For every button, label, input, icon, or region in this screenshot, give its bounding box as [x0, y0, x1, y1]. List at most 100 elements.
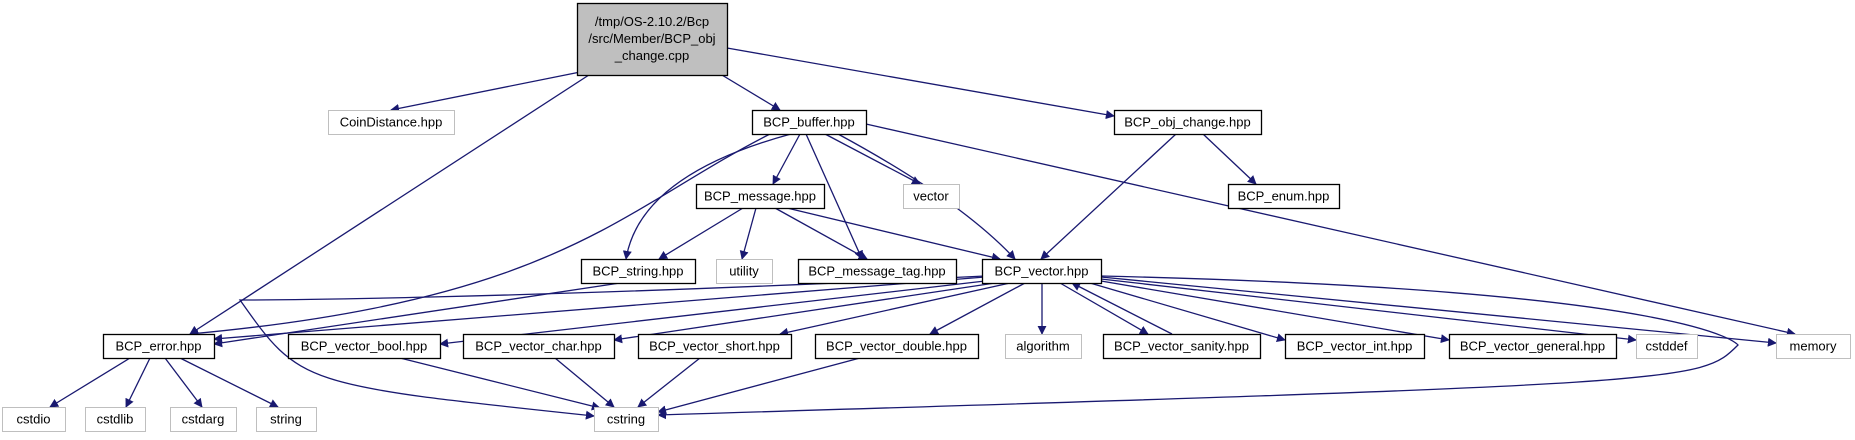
edge-root-to-bcp_obj_change [726, 47, 1115, 120]
edge-bcp_vector-to-cstddef [1100, 278, 1637, 344]
edge-bcp_error-to-string [179, 357, 279, 408]
node-box [170, 407, 237, 432]
node-label: cstdlib [97, 412, 134, 427]
edge-bcp_vector_short-to-cstring [637, 357, 701, 408]
edge-bcp_vector-to-bcp_vector_double [929, 282, 1026, 335]
node-label: BCP_vector_char.hpp [475, 339, 601, 354]
node-label: BCP_vector_short.hpp [649, 339, 780, 354]
node-bcp-vector-int[interactable]: BCP_vector_int.hpp [1284, 333, 1426, 360]
node-label: BCP_vector.hpp [995, 264, 1089, 279]
edge-bcp_vector-to-bcp_vector_char [613, 282, 996, 344]
edge-bcp_obj_change-to-bcp_enum [1202, 133, 1257, 185]
edge-bcp_buffer-to-bcp_string [622, 133, 792, 260]
edge-bcp_vector-to-bcp_vector_general [1100, 280, 1450, 344]
edge-root-to-bcp_error [189, 59, 613, 335]
node-bcp-vector-short[interactable]: BCP_vector_short.hpp [637, 333, 793, 360]
node-label: BCP_error.hpp [116, 339, 202, 354]
node-bcp-string[interactable]: BCP_string.hpp [580, 258, 697, 285]
node-vector: vector [903, 184, 960, 209]
edge-bcp_vector_sanity-to-bcp_vector [1071, 282, 1173, 335]
node-bcp-vector-sanity[interactable]: BCP_vector_sanity.hpp [1102, 333, 1262, 360]
node-bcp-message-tag[interactable]: BCP_message_tag.hpp [797, 258, 958, 285]
node-bcp-vector[interactable]: BCP_vector.hpp [981, 258, 1103, 285]
edge-bcp_vector-to-bcp_vector_int [1089, 282, 1286, 343]
node-box [1005, 334, 1082, 359]
edge-bcp_message-to-bcp_vector [786, 207, 1001, 262]
node-box [2, 407, 66, 432]
node-bcp-vector-bool[interactable]: BCP_vector_bool.hpp [287, 333, 442, 360]
node-label: BCP_vector_double.hpp [826, 339, 967, 354]
node-utility: utility [716, 259, 773, 284]
node-label: BCP_vector_sanity.hpp [1114, 339, 1249, 354]
node-algorithm: algorithm [1005, 334, 1082, 359]
node-coin-distance: CoinDistance.hpp [328, 110, 455, 135]
node-label: algorithm [1016, 339, 1069, 354]
node-box [85, 407, 146, 432]
edge-bcp_buffer-to-bcp_message_tag [805, 133, 863, 260]
node-box [637, 333, 793, 360]
node-box [576, 2, 729, 77]
node-bcp-enum[interactable]: BCP_enum.hpp [1227, 183, 1341, 210]
edge-bcp_vector-to-bcp_vector_sanity [1059, 282, 1149, 335]
node-label: BCP_vector_general.hpp [1460, 339, 1605, 354]
edge-bcp_message-to-utility [739, 207, 757, 260]
edge-bcp_buffer-to-vector [824, 133, 921, 185]
node-label-line: _change.cpp [614, 48, 689, 63]
edge-bcp_vector-to-bcp_vector_short [779, 282, 1011, 337]
edge-bcp_vector-to-memory [1100, 276, 1777, 347]
node-string: string [256, 407, 317, 432]
edge-bcp_error-to-cstdarg [164, 357, 203, 408]
node-root[interactable]: /tmp/OS-2.10.2/Bcp/src/Member/BCP_obj_ch… [576, 2, 729, 77]
node-box [1102, 333, 1262, 360]
node-bcp-obj-change[interactable]: BCP_obj_change.hpp [1113, 109, 1263, 136]
node-box [328, 110, 455, 135]
node-label: BCP_buffer.hpp [763, 115, 855, 130]
edge-bcp_error-to-cstdlib [125, 357, 151, 408]
node-bcp-vector-char[interactable]: BCP_vector_char.hpp [462, 333, 616, 360]
node-box [1227, 183, 1341, 210]
node-bcp-buffer[interactable]: BCP_buffer.hpp [751, 109, 868, 136]
node-cstdlib: cstdlib [85, 407, 146, 432]
node-box [814, 333, 980, 360]
node-label: memory [1790, 339, 1837, 354]
node-label: string [270, 412, 302, 427]
node-box [1113, 109, 1263, 136]
node-bcp-message[interactable]: BCP_message.hpp [695, 183, 826, 210]
node-label: BCP_vector_int.hpp [1297, 339, 1413, 354]
edge-bcp_vector-to-cstring-loop [238, 275, 986, 420]
edge-bcp_vector_char-to-cstring [554, 357, 615, 408]
node-label: BCP_message_tag.hpp [808, 264, 945, 279]
edge-bcp_vector-to-bcp_error [213, 276, 986, 343]
node-box [594, 407, 659, 432]
node-label: vector [913, 189, 949, 204]
node-cstddef: cstddef [1636, 334, 1698, 359]
edge-bcp_buffer-to-bcp_message [772, 133, 801, 185]
node-box [1776, 334, 1851, 359]
node-label: cstdarg [182, 412, 225, 427]
node-label: BCP_enum.hpp [1238, 189, 1330, 204]
node-box [981, 258, 1103, 285]
edge-bcp_message-to-bcp_string [658, 207, 744, 260]
node-bcp-vector-double[interactable]: BCP_vector_double.hpp [814, 333, 980, 360]
node-label: utility [729, 264, 759, 279]
nodes: /tmp/OS-2.10.2/Bcp/src/Member/BCP_obj_ch… [2, 2, 1851, 432]
edges [49, 47, 1796, 420]
node-box [1636, 334, 1698, 359]
node-label: BCP_message.hpp [704, 189, 816, 204]
node-box [903, 184, 960, 209]
node-cstdio: cstdio [2, 407, 66, 432]
edge-bcp_message-to-bcp_message_tag [774, 207, 868, 260]
node-label: BCP_obj_change.hpp [1124, 115, 1251, 130]
edge-bcp_buffer-to-bcp_error [189, 133, 771, 338]
edge-bcp_vector_double-to-cstring [657, 357, 861, 415]
edge-bcp_vector-to-bcp_vector_bool [439, 280, 986, 348]
edge-bcp_buffer-to-memory [865, 123, 1796, 337]
node-box [580, 258, 697, 285]
node-bcp-error[interactable]: BCP_error.hpp [102, 333, 216, 360]
node-bcp-vector-general[interactable]: BCP_vector_general.hpp [1448, 333, 1618, 360]
edge-bcp_vector-to-cstring [657, 275, 1739, 420]
node-box [1284, 333, 1426, 360]
node-label: cstdio [17, 412, 51, 427]
node-box [695, 183, 826, 210]
